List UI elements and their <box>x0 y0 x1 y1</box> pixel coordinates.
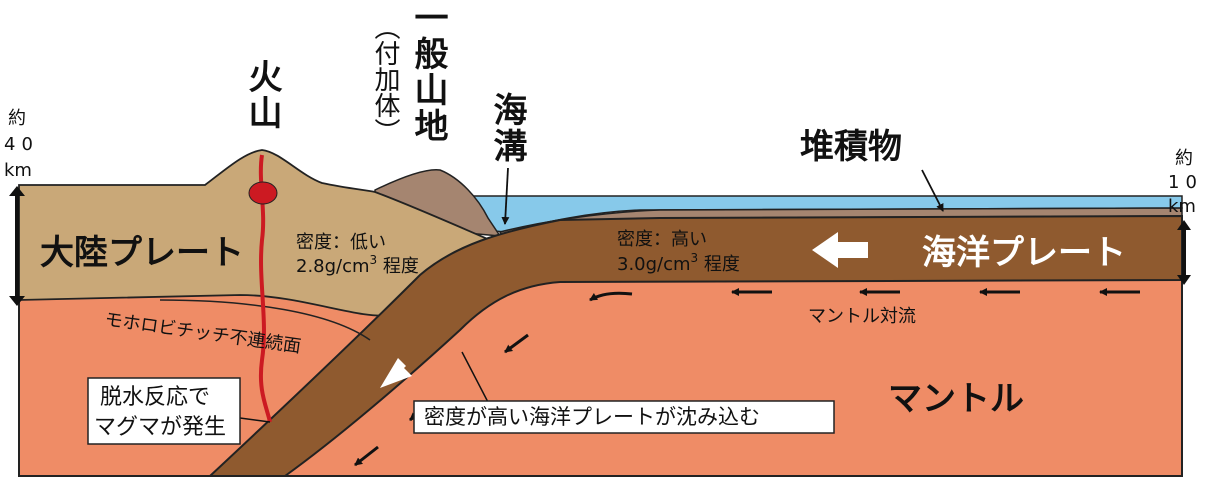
volcano-label: 火山 <box>242 59 282 131</box>
convection-arrow <box>354 445 379 467</box>
oceanic-density-line1: 密度：高い <box>617 229 707 250</box>
magma-callout-line1: 脱水反応で <box>100 385 210 410</box>
right-unit-label: km <box>1168 196 1196 217</box>
continental-thickness-arrow-bottom <box>9 296 25 306</box>
left-value-label: 40 <box>4 134 39 155</box>
oceanic-thickness-arrow-top <box>1177 220 1191 230</box>
oceanic-density-line2: 3.0g/cm3 程度 <box>617 251 740 275</box>
mountain-label: 一般山地 <box>408 0 448 144</box>
magma-chamber <box>248 181 278 205</box>
sediment-leader <box>921 169 944 212</box>
mantle-label: マントル <box>888 379 1024 419</box>
plate-motion-arrow <box>812 232 868 268</box>
continental-density-line1: 密度：低い <box>296 232 386 253</box>
oceanic-thickness-arrow-bottom <box>1177 275 1191 285</box>
convection-label: マントル対流 <box>808 306 916 327</box>
continental-density-value: 2.8g/cm <box>296 256 370 277</box>
left-about-label: 約 <box>8 108 26 129</box>
mountain-sub-label: （付加体） <box>370 14 400 144</box>
continental-crust <box>18 149 492 317</box>
magma-callout-line2: マグマが発生 <box>94 415 226 440</box>
convection-arrow-curved <box>589 291 633 302</box>
subduction-callout-box <box>413 400 835 434</box>
oceanic-plate <box>207 214 1183 477</box>
convection-arrow <box>504 333 529 354</box>
oceanic-density-suffix: 程度 <box>698 254 740 275</box>
moho-boundary <box>159 299 371 341</box>
right-value-label: 10 <box>1168 172 1203 193</box>
sediment-label: 堆積物 <box>800 127 902 167</box>
trench-label: 海溝 <box>487 92 527 164</box>
subduction-motion-arrow <box>380 346 426 388</box>
accretionary-mountain <box>374 169 502 237</box>
magma-leader <box>239 417 271 423</box>
continental-density-suffix: 程度 <box>377 256 419 277</box>
oceanic-density-value: 3.0g/cm <box>617 254 691 275</box>
oceanic-density-sup: 3 <box>691 251 699 265</box>
left-unit-label: km <box>4 160 32 181</box>
continental-thickness-arrow-top <box>9 186 25 196</box>
right-about-label: 約 <box>1175 148 1193 169</box>
magma-callout-box <box>87 377 241 445</box>
continental-density-line2: 2.8g/cm3 程度 <box>296 253 419 277</box>
continental-density-sup: 3 <box>370 253 378 267</box>
subduction-callout-text: 密度が高い海洋プレートが沈み込む <box>424 405 760 429</box>
continental-plate-label: 大陸プレート <box>40 233 244 273</box>
oceanic-plate-label: 海洋プレート <box>922 233 1126 273</box>
subduction-leader <box>461 351 491 407</box>
trench-leader <box>501 167 510 225</box>
